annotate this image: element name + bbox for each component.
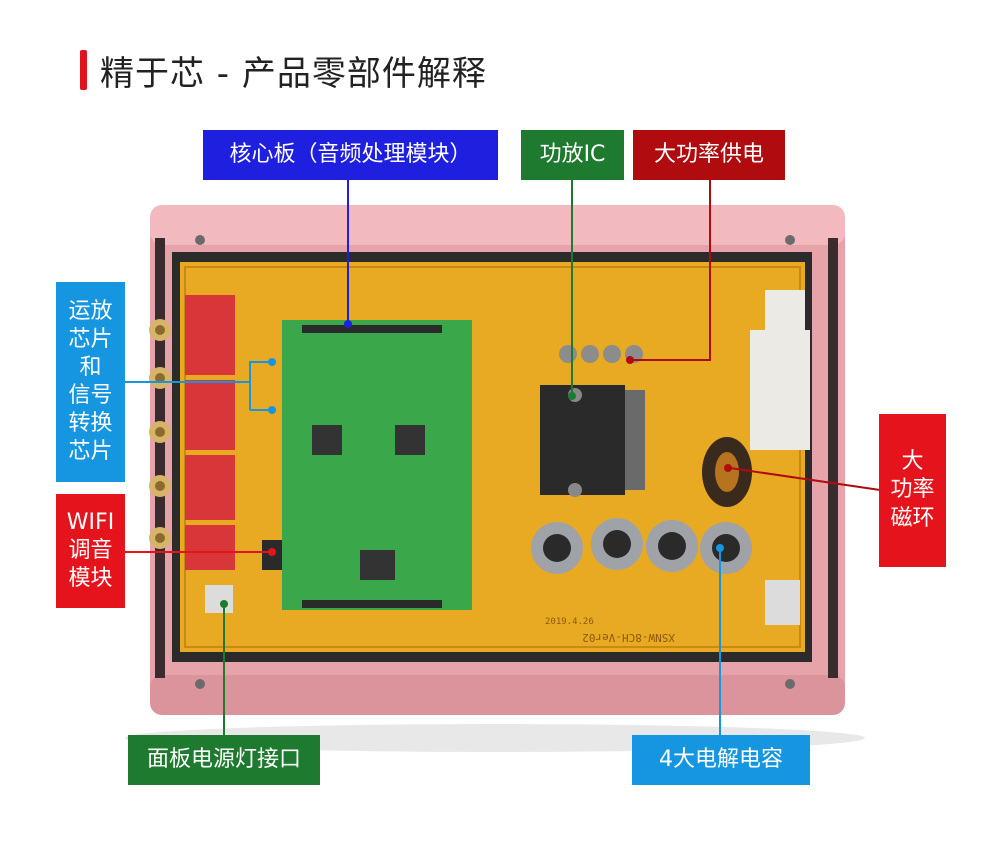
page-title: 精于芯 - 产品零部件解释 bbox=[100, 54, 487, 94]
red-connector-blocks bbox=[185, 295, 235, 570]
title-accent-bar bbox=[80, 50, 87, 90]
label-line: 功率 bbox=[890, 477, 935, 503]
label-line: 和 bbox=[79, 354, 102, 380]
label-line: 模块 bbox=[68, 566, 113, 592]
label-line: 调音 bbox=[68, 537, 113, 563]
label-panel-power-light: 面板电源灯接口 bbox=[128, 735, 320, 785]
power-terminal bbox=[750, 330, 810, 450]
electrolytic-capacitors bbox=[531, 518, 752, 574]
label-line: 芯片 bbox=[68, 326, 113, 352]
label-line: 大 bbox=[901, 449, 924, 475]
label-capacitors: 4大电解电容 bbox=[632, 735, 810, 785]
amp-ic bbox=[540, 385, 625, 495]
label-wifi-module: WIFI 调音 模块 bbox=[56, 494, 125, 608]
label-core-board: 核心板（音频处理模块） bbox=[203, 130, 498, 180]
label-line: 转换 bbox=[68, 411, 113, 437]
label-line: 信号 bbox=[68, 383, 113, 408]
label-magnetic-ring: 大 功率 磁环 bbox=[879, 414, 946, 567]
callout-lines bbox=[125, 180, 881, 735]
label-high-power-supply: 大功率供电 bbox=[633, 130, 785, 180]
rca-connectors bbox=[149, 319, 171, 549]
label-opamp-signal-chips: 运放 芯片 和 信号 转换 芯片 bbox=[56, 282, 125, 482]
label-line: WIFI bbox=[66, 509, 115, 535]
label-line: 磁环 bbox=[890, 505, 935, 531]
board-date-text: 2019.4.26 bbox=[545, 617, 594, 627]
panel-light-connector bbox=[205, 585, 233, 613]
label-line: 芯片 bbox=[68, 439, 113, 465]
label-amp-ic: 功放IC bbox=[521, 130, 624, 180]
label-line: 运放 bbox=[68, 298, 113, 324]
board-model-text: XSNW-8CH-Ver02 bbox=[582, 631, 675, 644]
